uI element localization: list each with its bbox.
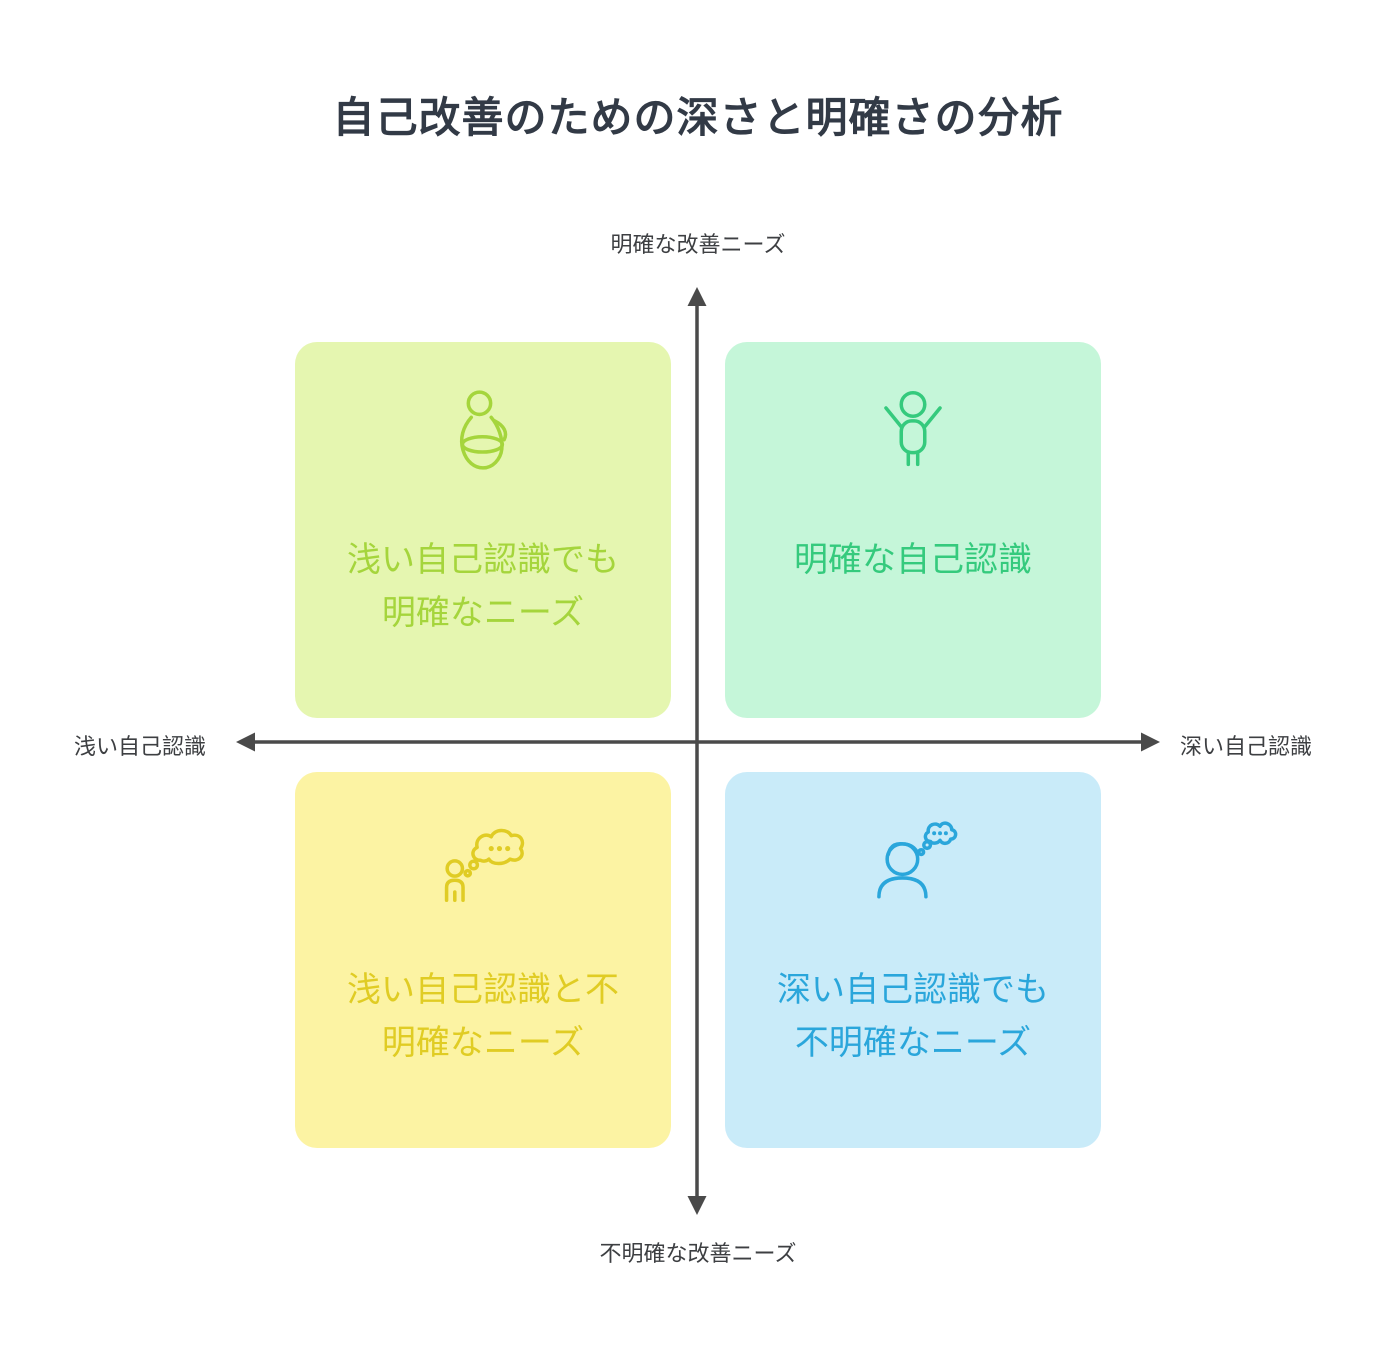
axis-label-bottom: 不明確な改善ニーズ (599, 1241, 797, 1266)
arrow-down-icon (687, 1196, 707, 1215)
quadrant-top-right: 明確な自己認識 (725, 342, 1101, 718)
quadrant-label-line1: 浅い自己認識と不 (347, 971, 619, 1009)
quadrant-label: 浅い自己認識でも 明確なニーズ (347, 534, 619, 639)
person-thought-bubble-icon (877, 821, 958, 899)
arrow-left-icon (236, 732, 255, 752)
quadrant-label-line1: 明確な自己認識 (794, 541, 1032, 579)
quadrant-label-line2: 明確なニーズ (381, 1023, 585, 1062)
thinking-person-cloud-icon (444, 828, 525, 903)
quadrant-bottom-right: 深い自己認識でも 不明確なニーズ (725, 772, 1101, 1148)
quadrant-bottom-left: 浅い自己認識と不 明確なニーズ (295, 772, 671, 1148)
quadrant-label: 浅い自己認識と不 明確なニーズ (347, 964, 619, 1069)
waist-measure-person-icon (459, 390, 508, 470)
page-title: 自己改善のための深さと明確さの分析 (332, 94, 1064, 141)
arrow-right-icon (1141, 732, 1160, 752)
quadrant-label-line2: 明確なニーズ (381, 593, 585, 632)
quadrant-top-left: 浅い自己認識でも 明確なニーズ (295, 342, 671, 718)
quadrant-label: 深い自己認識でも 不明確なニーズ (777, 964, 1049, 1069)
axis-label-right: 深い自己認識 (1180, 734, 1313, 759)
quadrant-label-line2: 不明確なニーズ (794, 1023, 1032, 1062)
quadrant-label: 明確な自己認識 (794, 534, 1032, 587)
arrow-up-icon (687, 287, 707, 306)
arms-raised-person-icon (884, 390, 942, 467)
axis-label-top: 明確な改善ニーズ (610, 232, 786, 257)
axis-label-left: 浅い自己認識 (74, 734, 207, 759)
quadrant-label-line1: 深い自己認識でも (777, 971, 1049, 1009)
quadrant-label-line1: 浅い自己認識でも (347, 541, 619, 579)
